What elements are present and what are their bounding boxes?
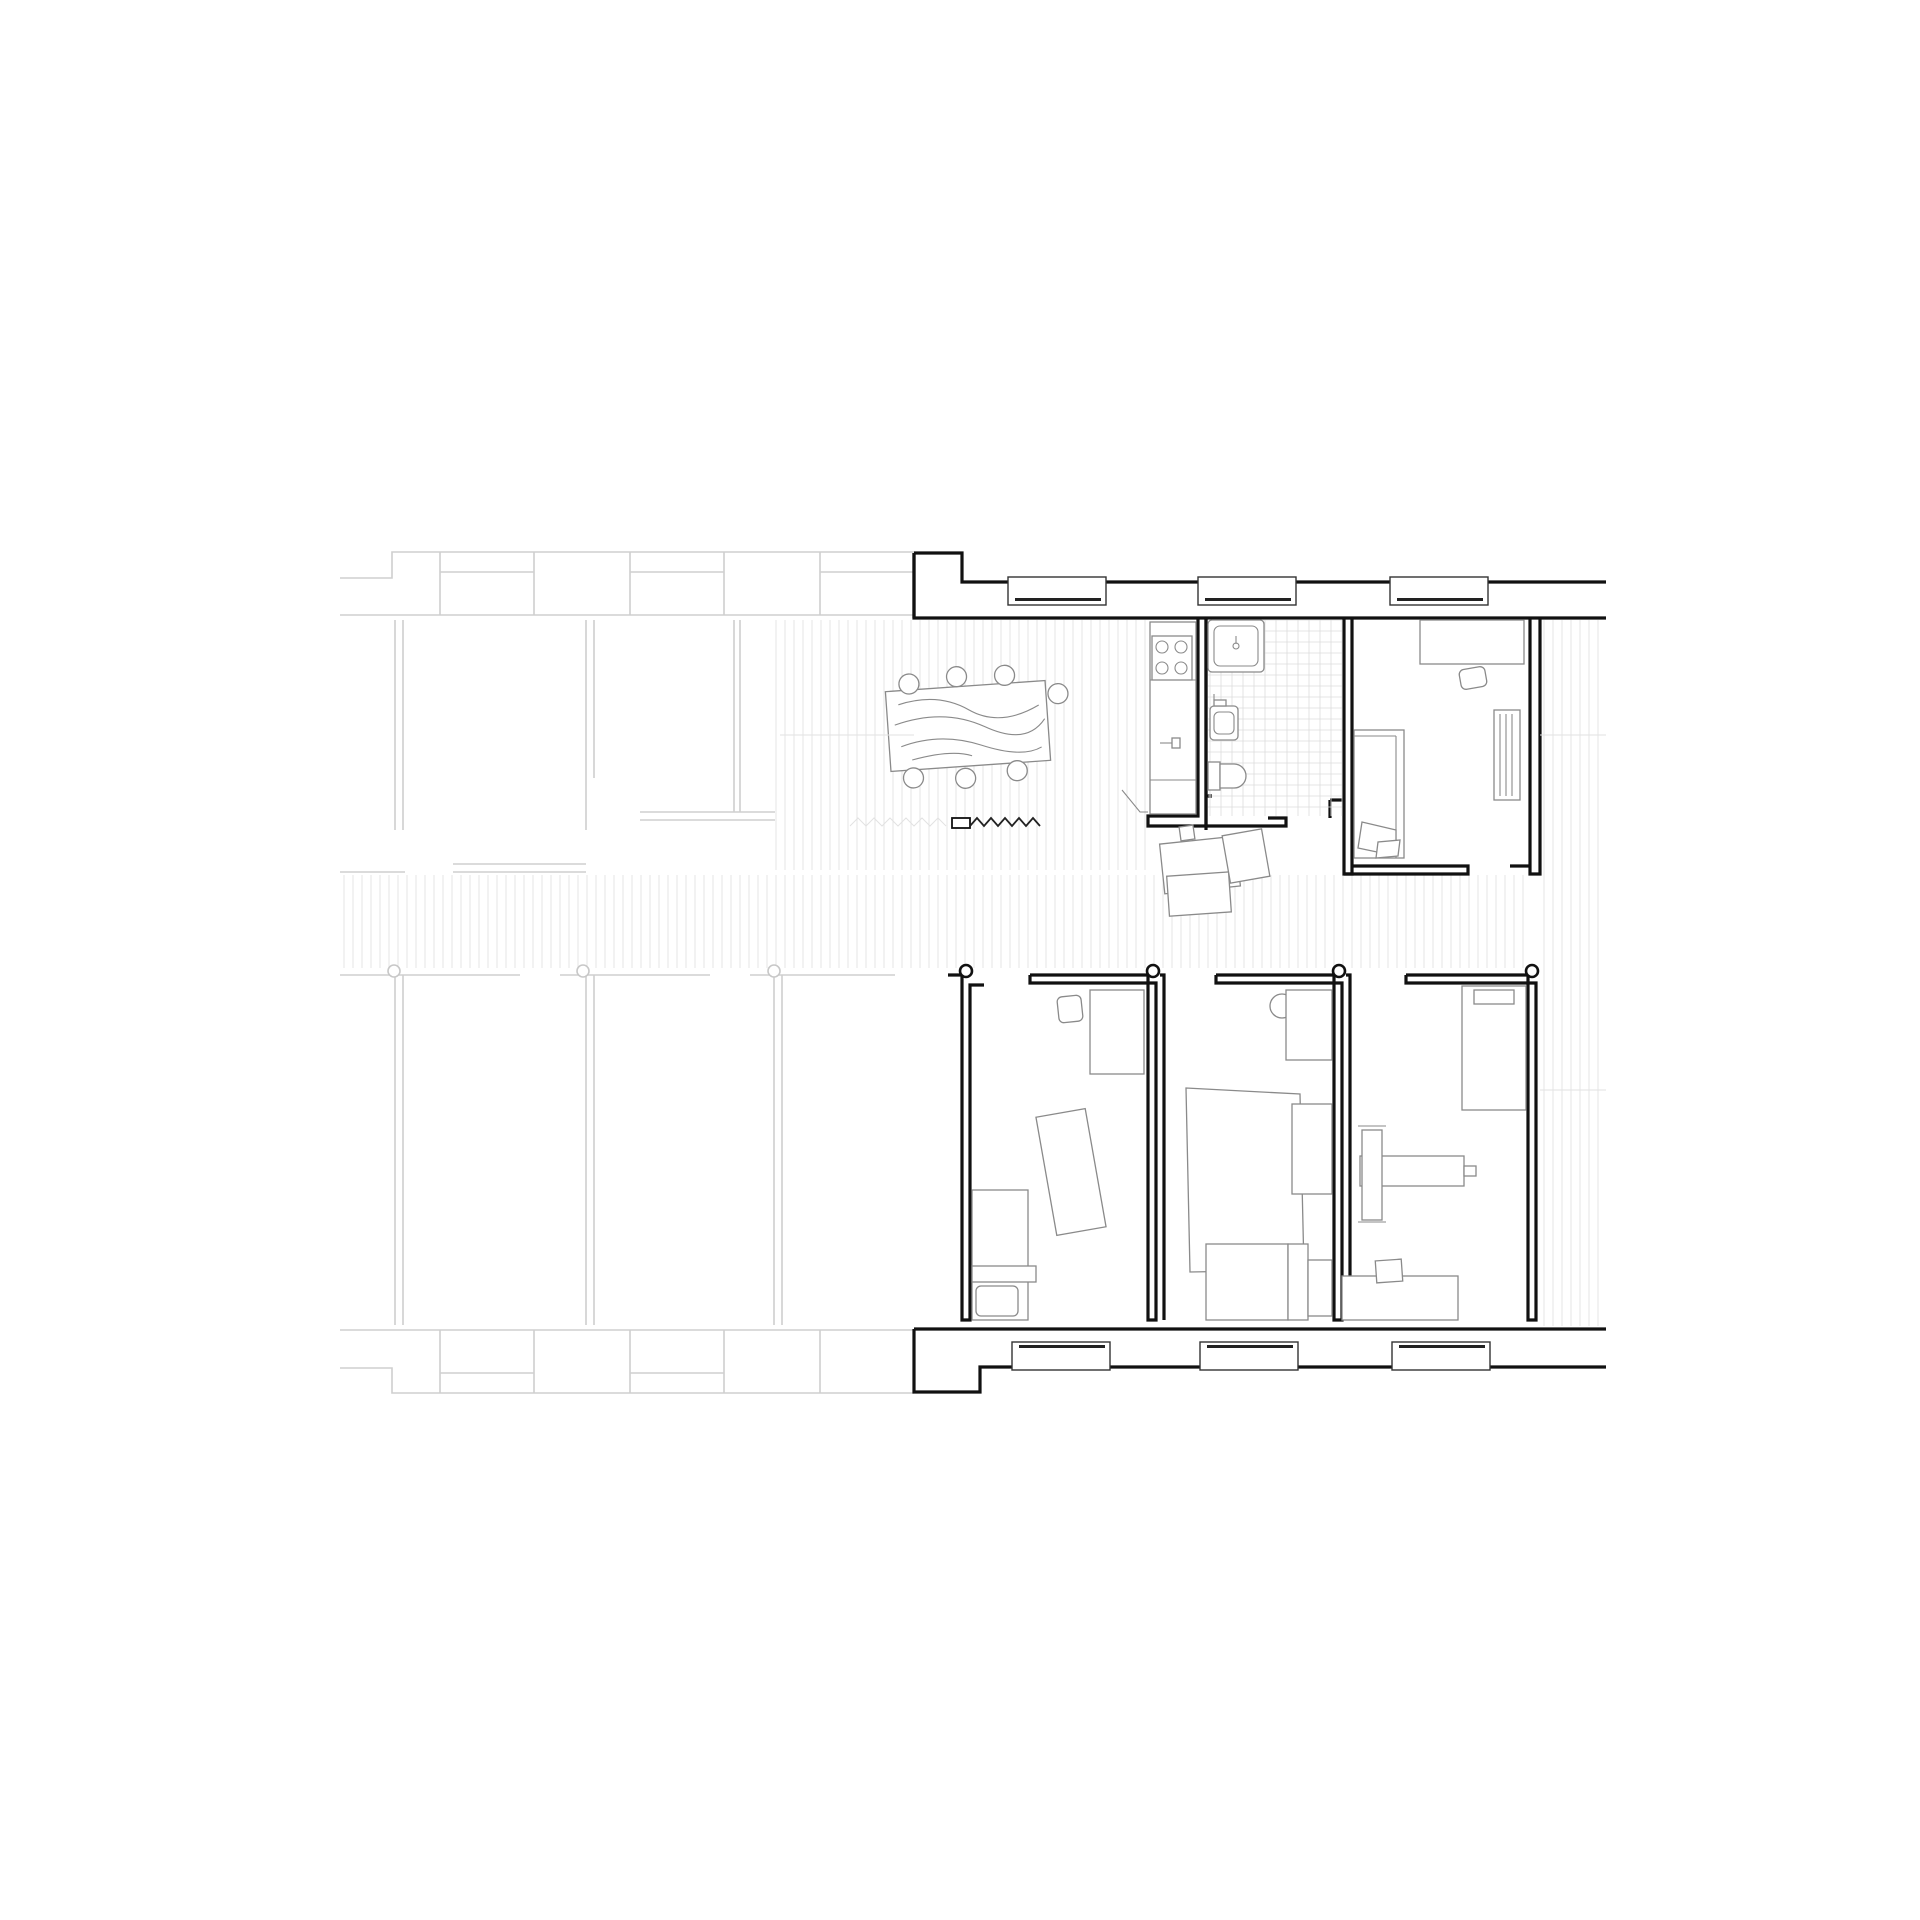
bedroom-upper-furniture — [1353, 619, 1525, 859]
window-top-2 — [1197, 576, 1297, 606]
column — [1524, 963, 1540, 979]
hall-armchairs — [1158, 824, 1271, 917]
kitchen-counter — [1121, 621, 1197, 815]
exterior-wall-bottom — [912, 1327, 1606, 1394]
bedroom-lower-1-furniture — [971, 989, 1145, 1321]
dining-table — [884, 664, 1069, 789]
neighbouring-unit-context — [340, 551, 947, 1394]
column — [958, 963, 974, 979]
window-top-3 — [1389, 576, 1489, 606]
window-bottom-1 — [1011, 1341, 1111, 1371]
column — [1145, 963, 1161, 979]
window-top-1 — [1007, 576, 1107, 606]
radiator — [951, 816, 1041, 829]
bedroom-lower-2-furniture — [1185, 989, 1333, 1321]
stair-side-floor-planks — [1543, 620, 1599, 1326]
window-bottom-3 — [1391, 1341, 1491, 1371]
right-context-lines — [780, 734, 1606, 1091]
window-bottom-2 — [1199, 1341, 1299, 1371]
bathroom-fixtures — [1207, 619, 1265, 791]
corridor-floor-planks — [343, 875, 1524, 968]
column — [1331, 963, 1347, 979]
bedroom-upper-walls — [1328, 618, 1542, 876]
bedroom-lower-3-furniture — [1341, 985, 1527, 1321]
